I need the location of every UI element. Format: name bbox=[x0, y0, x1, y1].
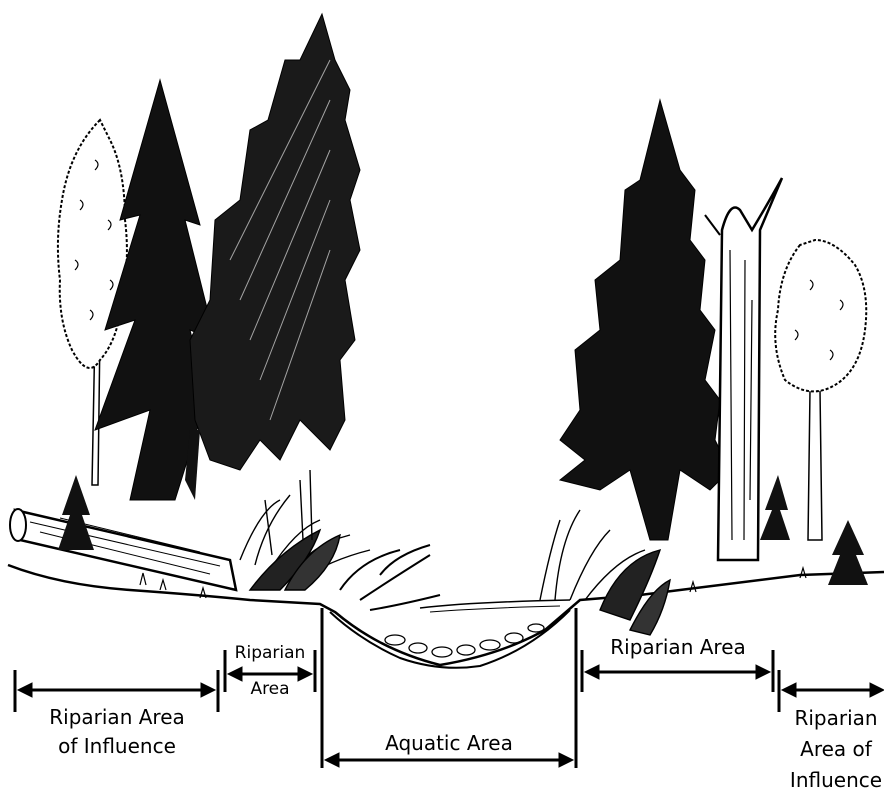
stream-water-line-2 bbox=[430, 606, 560, 612]
label-aquatic-area: Aquatic Area bbox=[385, 731, 513, 755]
aquatic-bracket bbox=[325, 753, 573, 767]
forest-stream-illustration bbox=[8, 14, 884, 668]
left-understory-ferns bbox=[240, 470, 370, 590]
label-riparian-influence-left-line1: Riparian Area bbox=[49, 705, 185, 729]
small-conifer-right-2 bbox=[828, 520, 868, 585]
zone-labels: Riparian Area of Influence Riparian Area… bbox=[49, 635, 882, 792]
right-spruce bbox=[560, 100, 730, 540]
fallen-log bbox=[10, 509, 236, 590]
stream-stones bbox=[385, 624, 544, 657]
label-riparian-small-line2: Area bbox=[250, 679, 289, 699]
grass-tufts bbox=[140, 568, 806, 598]
label-riparian-influence-left-line2: of Influence bbox=[58, 734, 176, 758]
right-aspen-tree bbox=[775, 240, 866, 540]
stream-bed bbox=[330, 610, 570, 668]
small-conifer-right-1 bbox=[760, 475, 790, 540]
small-conifer-left bbox=[58, 475, 94, 550]
label-riparian-influence-right-line1: Riparian bbox=[794, 706, 877, 730]
label-riparian-small-line1: Riparian bbox=[235, 643, 306, 663]
label-riparian-influence-right-line2: Area of bbox=[800, 737, 873, 761]
tall-spruce-center bbox=[185, 14, 360, 500]
label-riparian-right: Riparian Area bbox=[610, 635, 746, 659]
label-riparian-influence-right-line3: Influence bbox=[790, 768, 882, 792]
ground-line bbox=[8, 565, 884, 665]
